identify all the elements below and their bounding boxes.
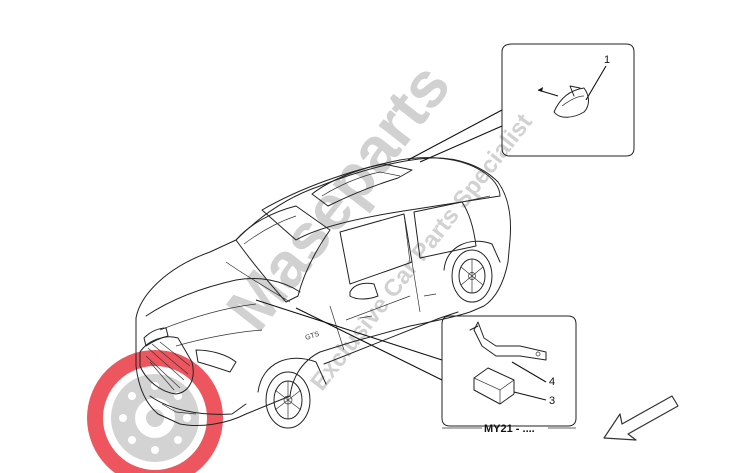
brake-disc-logo-icon xyxy=(87,350,223,473)
arrow-head-icon xyxy=(538,87,543,92)
detail-box-control-unit: 4 3 MY21 - .... xyxy=(441,315,577,435)
car-drawing: GTS xyxy=(135,157,511,429)
leader-control-a xyxy=(255,299,443,361)
arrow-down-left-icon xyxy=(603,395,679,441)
car-badge: GTS xyxy=(304,331,320,342)
watermark-brand: Maseparts xyxy=(212,50,464,344)
watermark: Maseparts Exclusive Car Parts Specialist xyxy=(87,50,538,473)
callout-number-3: 3 xyxy=(549,395,555,407)
callout-number-4: 4 xyxy=(549,376,555,388)
antenna-icon xyxy=(553,85,589,118)
leader-antenna-b xyxy=(419,125,503,163)
leader-control-b xyxy=(295,307,443,381)
rear-wheel xyxy=(443,240,501,303)
model-year-label: MY21 - .... xyxy=(484,423,535,435)
detail-box-antenna: 1 xyxy=(501,43,635,157)
leader-antenna-a xyxy=(407,109,503,161)
control-unit-icon xyxy=(473,367,515,405)
callout-number-1: 1 xyxy=(604,54,610,66)
bracket-icon xyxy=(469,321,547,361)
front-wheel xyxy=(257,357,327,429)
